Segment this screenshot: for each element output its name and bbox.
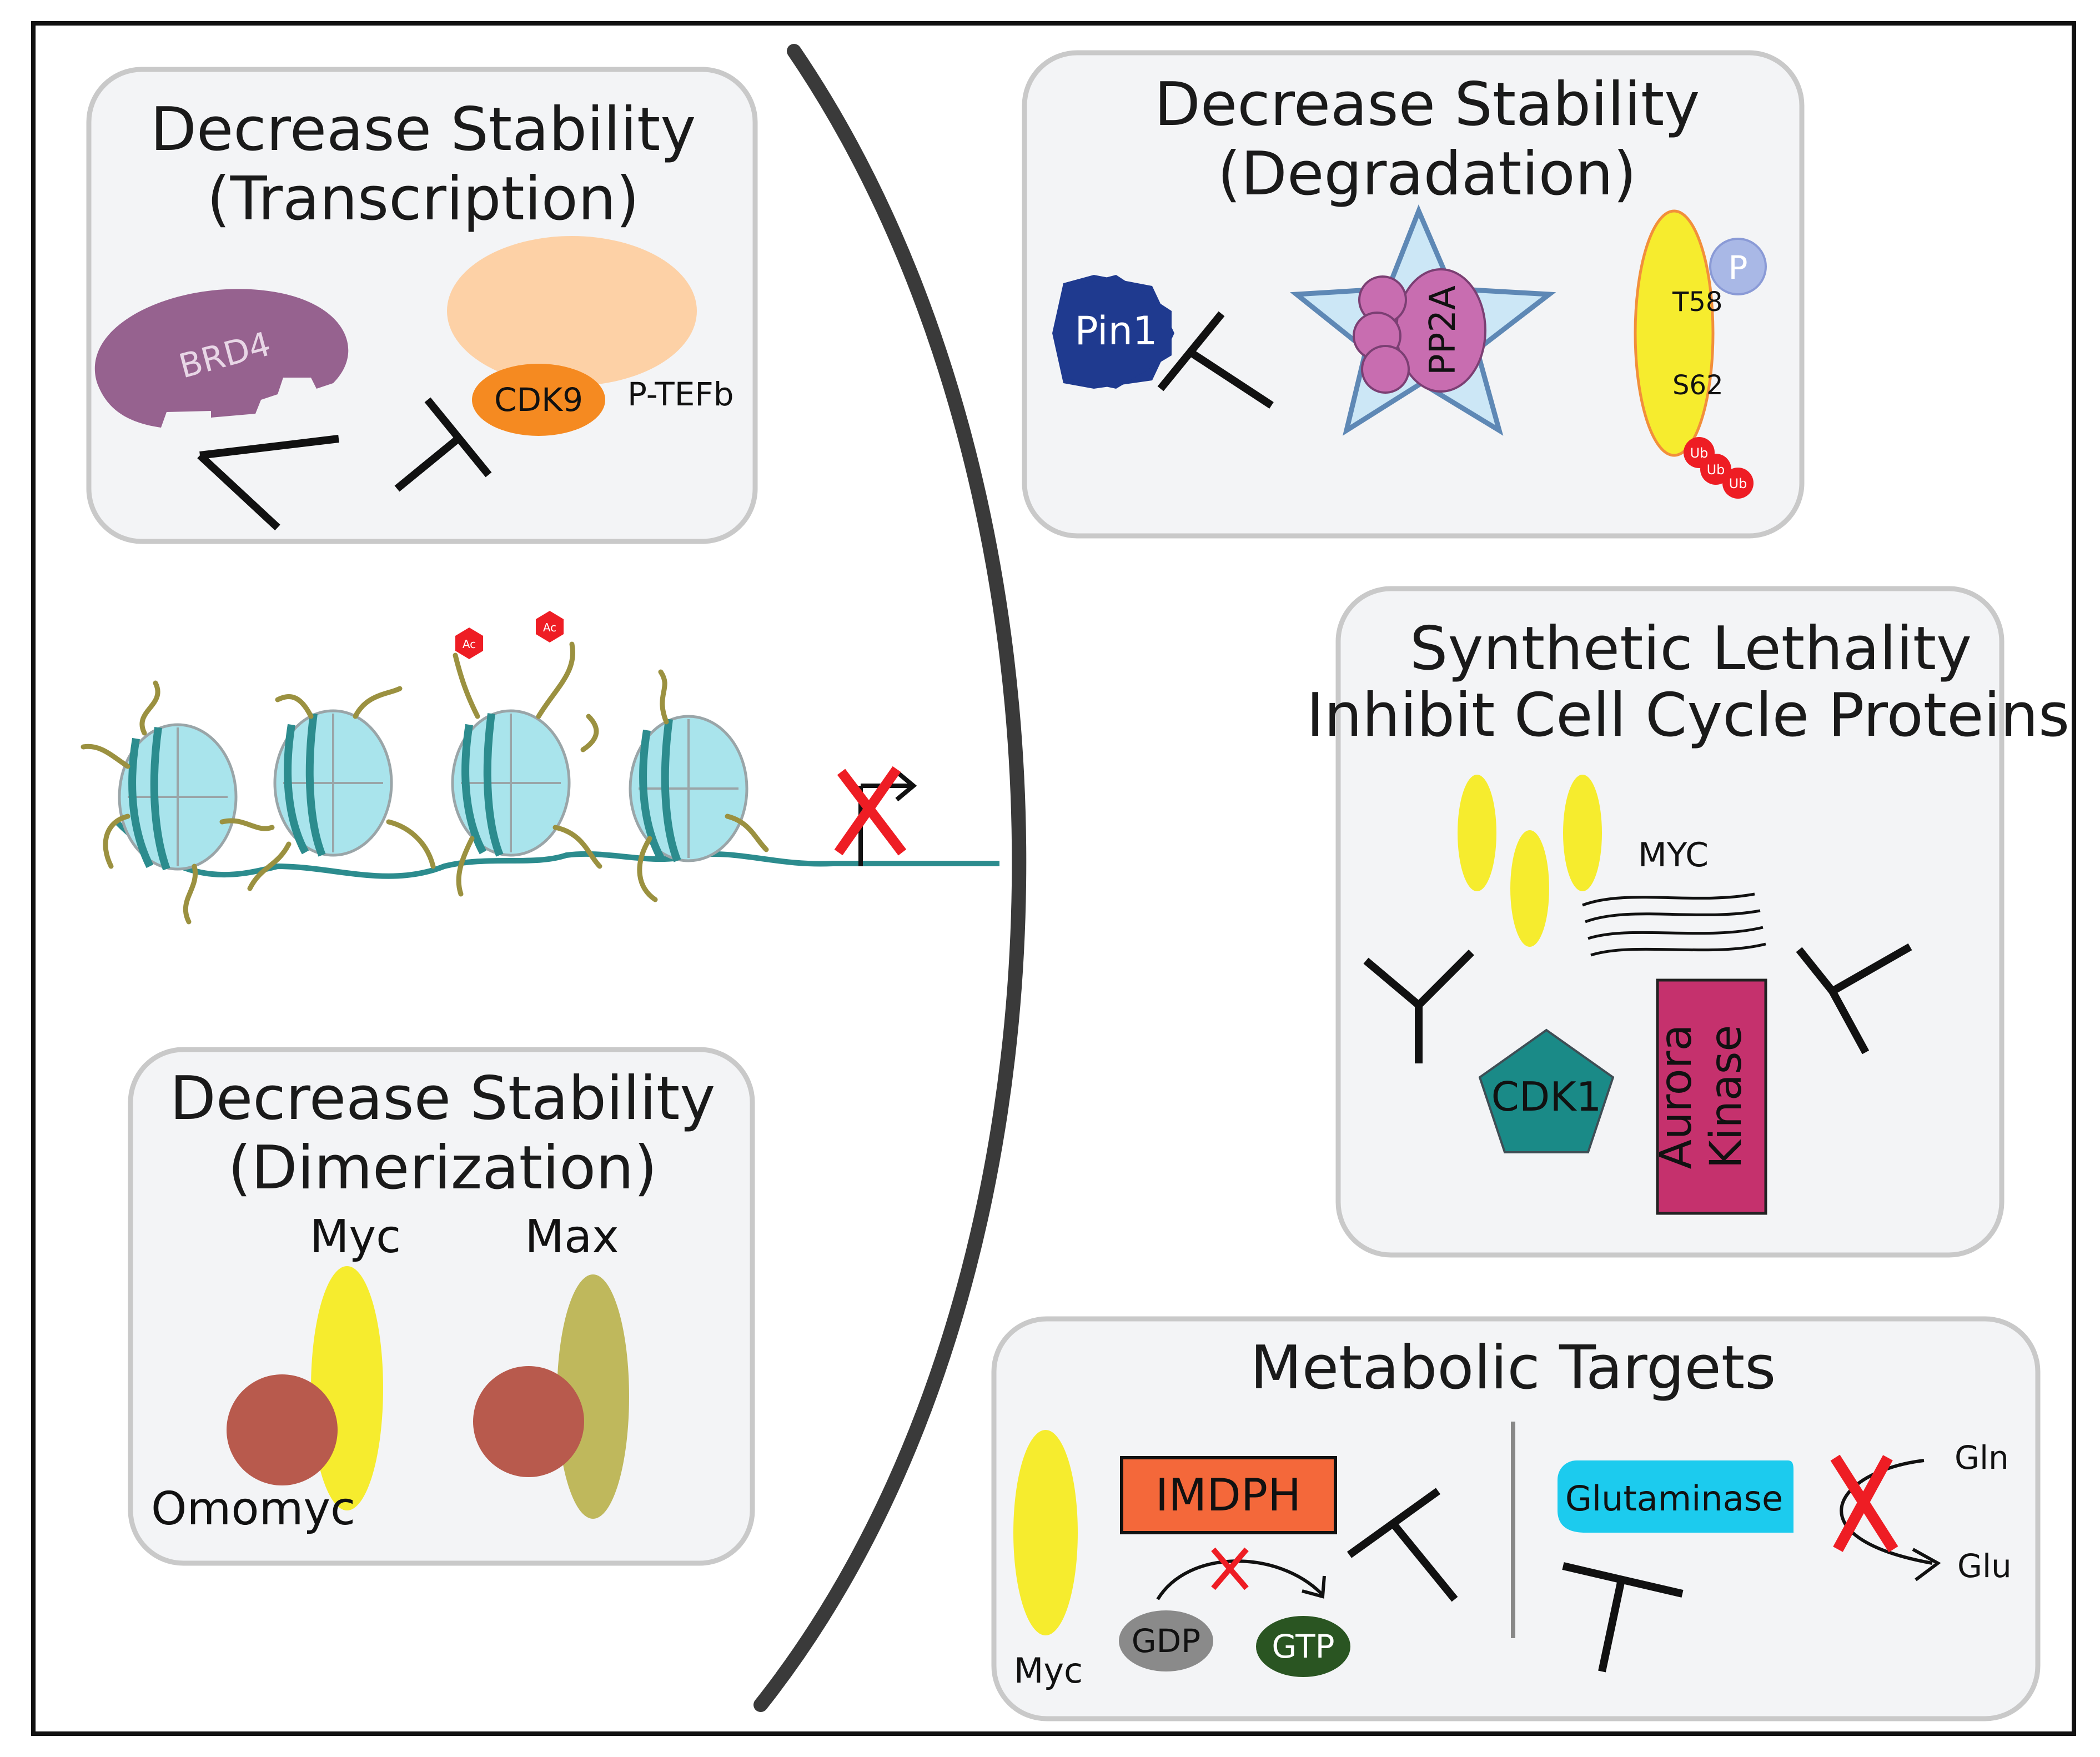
inhibitor-imdph-icon <box>1347 1488 1458 1602</box>
gln-glu-arrow <box>1840 1459 1933 1565</box>
glu-label: Glu <box>1957 1547 2012 1585</box>
inhibitor-aurora-icon <box>1796 943 1912 1055</box>
phospho-label: P <box>1729 249 1748 287</box>
imdph-label: IMDPH <box>1155 1469 1302 1521</box>
gdp-label: GDP <box>1132 1622 1201 1660</box>
panel-metabolic-box <box>991 1316 2041 1721</box>
dna-strand <box>114 820 999 879</box>
omomyc-2-shape <box>473 1366 584 1477</box>
nucleosome-3 <box>451 709 571 857</box>
myc-mrna-icon <box>1582 892 1766 957</box>
panel-dimerization-title-line2: (Dimerization) <box>228 1133 657 1203</box>
inhibitor-brd4-icon <box>197 435 339 531</box>
acetyl-2-icon <box>536 611 564 642</box>
cdk9-shape <box>472 364 605 436</box>
cdk1-label: CDK1 <box>1491 1073 1602 1120</box>
t58-label: T58 <box>1672 287 1722 318</box>
panel-degradation: Decrease Stability (Degradation) Pin1 PP… <box>1022 50 1805 539</box>
myc-dimer-shape <box>311 1266 383 1510</box>
nucleosome-4 <box>629 715 748 862</box>
chromatin-diagram: Ac Ac <box>81 611 999 925</box>
panel-transcription: Decrease Stability (Transcription) BRD4 … <box>86 67 758 544</box>
aurora-kinase-shape <box>1656 978 1767 1215</box>
glutaminase-block-x-icon <box>1830 1454 1898 1553</box>
s62-label: S62 <box>1672 370 1724 401</box>
panel-synthetic-title-line2: Inhibit Cell Cycle Proteins <box>1307 681 2070 750</box>
panel-degradation-title-line1: Decrease Stability <box>1154 70 1700 139</box>
myc-protein-3-shape <box>1563 775 1602 891</box>
aurora-label-line1: Aurora <box>1651 1025 1701 1169</box>
ptefb-label: P-TEFb <box>627 375 734 413</box>
myc-metabolic-label: Myc <box>1014 1650 1083 1691</box>
acetyl-2-label: Ac <box>543 621 556 634</box>
inhibitor-cdk9-icon <box>394 397 492 492</box>
phospho-icon <box>1709 238 1767 295</box>
panel-dimerization: Decrease Stability (Dimerization) Myc Ma… <box>128 1047 755 1566</box>
myc-metabolic-shape <box>1013 1430 1078 1635</box>
ub-3-label: Ub <box>1729 476 1747 491</box>
inhibitor-cdk1-icon <box>1363 950 1474 1063</box>
aurora-label-line2: Kinase <box>1701 1025 1751 1169</box>
gdp-gtp-arrowhead <box>1302 1575 1326 1599</box>
pin1-label: Pin1 <box>1074 308 1157 354</box>
myc-dimer-label: Myc <box>310 1211 401 1263</box>
myc-mrna-label: MYC <box>1638 836 1709 875</box>
inhibitor-glutaminase-icon <box>1562 1562 1684 1673</box>
pp2a-label: PP2A <box>1423 285 1464 375</box>
gtp-label: GTP <box>1272 1628 1334 1665</box>
myc-protein-2-shape <box>1510 830 1549 947</box>
panel-synthetic-title-line1: Synthetic Lethality <box>1410 614 1972 684</box>
brd4-shape <box>94 289 349 428</box>
omomyc-1-shape <box>227 1374 338 1485</box>
curved-divider <box>753 44 1027 1712</box>
nucleosome-2 <box>273 709 393 857</box>
gtp-shape <box>1256 1616 1350 1677</box>
omomyc-label: Omomyc <box>151 1483 355 1535</box>
inhibitor-pin1-icon <box>1157 311 1274 409</box>
ub-3-icon <box>1722 468 1754 499</box>
panel-metabolic-title: Metabolic Targets <box>1250 1333 1776 1403</box>
ub-2-label: Ub <box>1707 462 1725 478</box>
panel-degradation-title-line2: (Degradation) <box>1218 139 1637 209</box>
panel-transcription-title-line1: Decrease Stability <box>150 95 696 164</box>
ptefb-cyclin-shape <box>447 236 697 386</box>
ubiquitin-chain-icon: Ub Ub Ub <box>1684 437 1754 499</box>
pin1-hexagon <box>1063 275 1172 389</box>
imdph-block-x-icon <box>1211 1547 1249 1590</box>
glutaminase-label: Glutaminase <box>1565 1478 1783 1519</box>
pp2a-subunit-bottom <box>1361 345 1410 394</box>
cdk1-shape <box>1478 1028 1615 1153</box>
blocked-transcription-start-icon <box>834 766 917 866</box>
panel-synthetic-lethality: Synthetic Lethality Inhibit Cell Cycle P… <box>1307 586 2070 1258</box>
acetyl-1-label: Ac <box>463 637 476 651</box>
histone-tails <box>81 641 769 925</box>
max-dimer-label: Max <box>525 1211 619 1263</box>
ub-2-icon <box>1700 454 1731 485</box>
myc-protein-1-shape <box>1458 775 1496 891</box>
glutaminase-shape <box>1558 1460 1793 1533</box>
panel-transcription-title-line2: (Transcription) <box>207 164 640 234</box>
gln-glu-arrowhead <box>1912 1548 1941 1582</box>
gln-label: Gln <box>1955 1439 2009 1477</box>
acetyl-mark-1: Ac <box>455 628 483 659</box>
myc-degradation-shape <box>1634 209 1715 457</box>
nucleosome-1 <box>118 723 238 871</box>
panel-metabolic: Metabolic Targets Myc IMDPH GDP GTP Glut… <box>991 1316 2041 1721</box>
gdp-shape <box>1119 1610 1213 1671</box>
acetyl-mark-2: Ac <box>536 611 564 642</box>
max-dimer-shape <box>557 1274 629 1519</box>
cdk9-label: CDK9 <box>494 381 583 419</box>
imdph-shape <box>1120 1456 1337 1534</box>
panel-dimerization-title-line1: Decrease Stability <box>170 1064 716 1133</box>
ub-1-label: Ub <box>1690 445 1709 461</box>
acetyl-1-icon <box>455 628 483 659</box>
